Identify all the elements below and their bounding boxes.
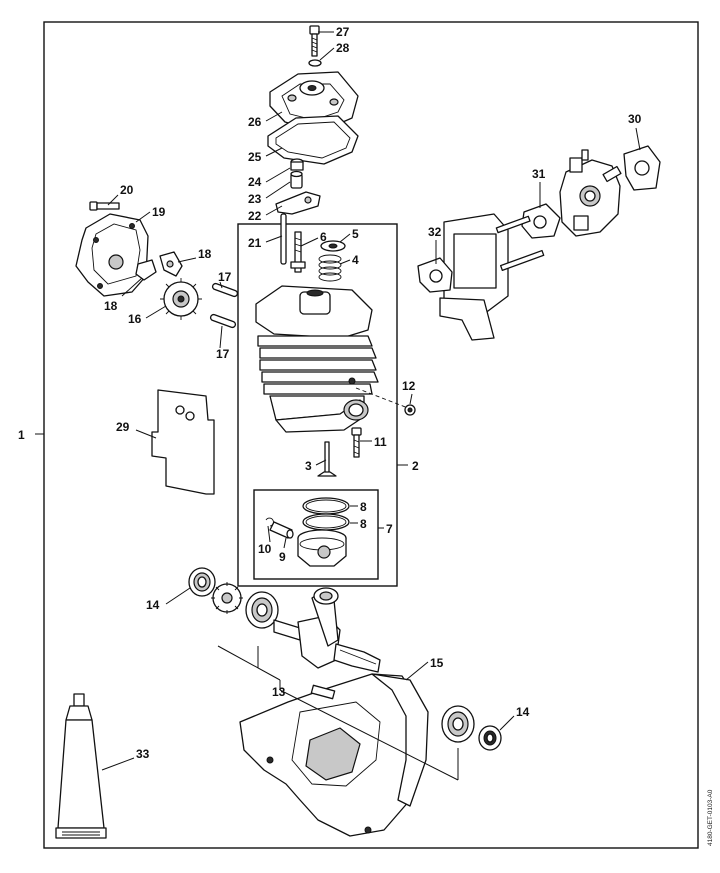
nut-12: [404, 404, 416, 416]
assembly-frame: [43, 21, 699, 849]
document-code: 4180-GET-0103-A0: [707, 789, 714, 846]
rocker-arm-22: [275, 191, 321, 215]
label-20: 20: [120, 183, 134, 197]
bracket-13: [217, 645, 459, 781]
label-27: 27: [336, 25, 350, 39]
gasket-30: [623, 145, 661, 191]
sealant-tube-33: [55, 693, 107, 839]
label-18b: 18: [104, 299, 118, 313]
label-10: 10: [258, 542, 272, 556]
label-2: 2: [412, 459, 419, 473]
piston: [297, 529, 347, 567]
label-25: 25: [248, 150, 262, 164]
label-17b: 17: [216, 347, 230, 361]
push-rod-21: [280, 213, 287, 265]
crankcase-15: [239, 673, 429, 837]
piston-group-frame: [253, 489, 379, 580]
piston-ring-8a: [302, 497, 350, 515]
pin-17b: [209, 313, 237, 329]
label-14b: 14: [516, 705, 530, 719]
label-15: 15: [430, 656, 444, 670]
cylinder-body: [255, 285, 379, 433]
label-11: 11: [374, 435, 387, 449]
label-28: 28: [336, 41, 350, 55]
bearing-14a: [188, 567, 216, 597]
piston-ring-8b: [302, 513, 350, 531]
bearing-13a: [245, 591, 279, 629]
screw-11: [351, 427, 362, 458]
circlip-10: [265, 517, 274, 527]
label-16: 16: [128, 312, 142, 326]
manifold-32: [439, 213, 545, 341]
gasket-29: [151, 389, 215, 495]
label-26: 26: [248, 115, 262, 129]
label-4: 4: [352, 253, 359, 267]
gasket-31: [521, 203, 561, 239]
label-14a: 14: [146, 598, 160, 612]
label-8b: 8: [360, 517, 367, 531]
label-13: 13: [272, 685, 286, 699]
stud-6: [290, 231, 306, 273]
label-8a: 8: [360, 500, 367, 514]
cover-gasket-25: [267, 115, 359, 165]
label-21: 21: [248, 236, 262, 250]
cover-screw-27: [309, 25, 320, 57]
valve-spring-4: [318, 254, 342, 282]
crankshaft: [273, 587, 381, 673]
label-5: 5: [352, 227, 359, 241]
washer-28: [308, 59, 322, 67]
label-18a: 18: [198, 247, 212, 261]
cover-19: [75, 213, 149, 297]
bearing-13b: [441, 705, 475, 743]
label-30: 30: [628, 112, 642, 126]
spring-plate-5: [320, 240, 346, 252]
piston-pin-9: [269, 521, 294, 539]
label-33: 33: [136, 747, 150, 761]
label-3: 3: [305, 459, 312, 473]
label-32: 32: [428, 225, 442, 239]
valve-3: [317, 441, 337, 477]
label-17a: 17: [218, 270, 232, 284]
gasket-32: [417, 257, 453, 293]
seal-14b: [478, 725, 502, 751]
pin-17a: [211, 282, 239, 298]
lever-18b: [135, 259, 157, 281]
label-6: 6: [320, 230, 327, 244]
label-31: 31: [532, 167, 546, 181]
pin-23: [290, 170, 303, 189]
screw-20: [89, 201, 120, 211]
label-23: 23: [248, 192, 262, 206]
sprocket: [211, 582, 243, 614]
label-1: 1: [18, 428, 25, 442]
label-24: 24: [248, 175, 262, 189]
label-19: 19: [152, 205, 166, 219]
carburetor: [559, 149, 622, 237]
cylinder-group-frame: [237, 223, 398, 587]
label-29: 29: [116, 420, 130, 434]
label-9: 9: [279, 550, 286, 564]
label-7: 7: [386, 522, 393, 536]
lever-18a: [159, 251, 183, 277]
label-22: 22: [248, 209, 262, 223]
label-12: 12: [402, 379, 416, 393]
gear-16: [160, 278, 202, 320]
sleeve-24: [290, 158, 304, 171]
